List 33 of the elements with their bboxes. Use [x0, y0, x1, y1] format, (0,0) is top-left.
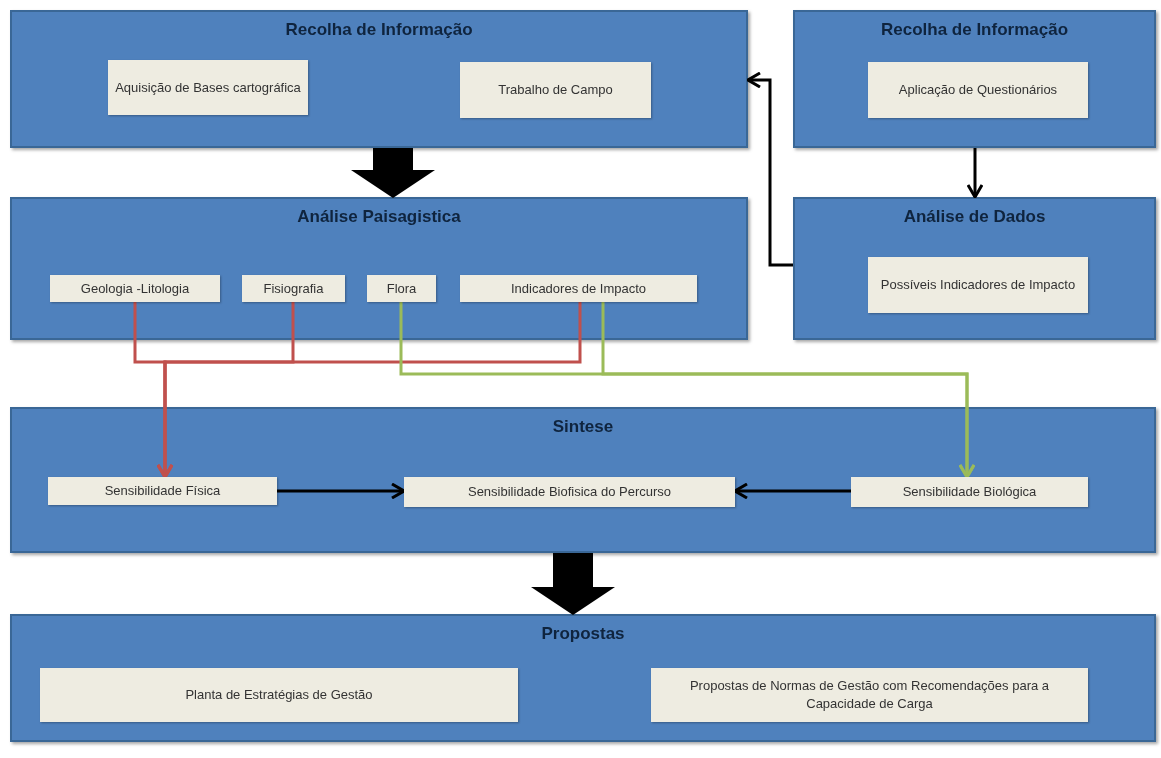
panel-title: Propostas — [541, 624, 625, 644]
process-box: Propostas de Normas de Gestão com Recomendações para a Capacidade de Carga — [651, 668, 1088, 722]
panel-title: Análise Paisagistica — [297, 207, 461, 227]
block-arrow — [351, 148, 435, 198]
process-box: Indicadores de Impacto — [460, 275, 697, 302]
process-box: Geologia -Litologia — [50, 275, 220, 302]
process-box: Sensibilidade Biofisica do Percurso — [404, 477, 735, 507]
process-box: Planta de Estratégias de Gestão — [40, 668, 518, 722]
process-box: Sensibilidade Física — [48, 477, 277, 505]
process-box: Fisiografia — [242, 275, 345, 302]
arrow — [601, 302, 976, 479]
arrow — [966, 148, 984, 199]
stage-panel — [10, 197, 748, 340]
stage-panel — [10, 614, 1156, 742]
arrow — [733, 482, 851, 500]
arrow — [746, 71, 793, 267]
panel-title: Análise de Dados — [903, 207, 1046, 227]
panel-title: Sintese — [552, 417, 614, 437]
process-box: Sensibilidade Biológica — [851, 477, 1088, 507]
panel-title: Recolha de Informação — [880, 20, 1069, 40]
stage-panel — [793, 10, 1156, 148]
process-box: Aquisição de Bases cartográfica — [108, 60, 308, 115]
process-box: Possíveis Indicadores de Impacto — [868, 257, 1088, 313]
process-box: Aplicação de Questionários — [868, 62, 1088, 118]
stage-panel — [10, 10, 748, 148]
arrow — [277, 482, 406, 500]
process-box: Trabalho de Campo — [460, 62, 651, 118]
process-box: Flora — [367, 275, 436, 302]
stage-panel — [10, 407, 1156, 553]
block-arrow — [531, 553, 615, 615]
stage-panel — [793, 197, 1156, 340]
panel-title: Recolha de Informação — [285, 20, 473, 40]
arrow — [156, 302, 582, 479]
